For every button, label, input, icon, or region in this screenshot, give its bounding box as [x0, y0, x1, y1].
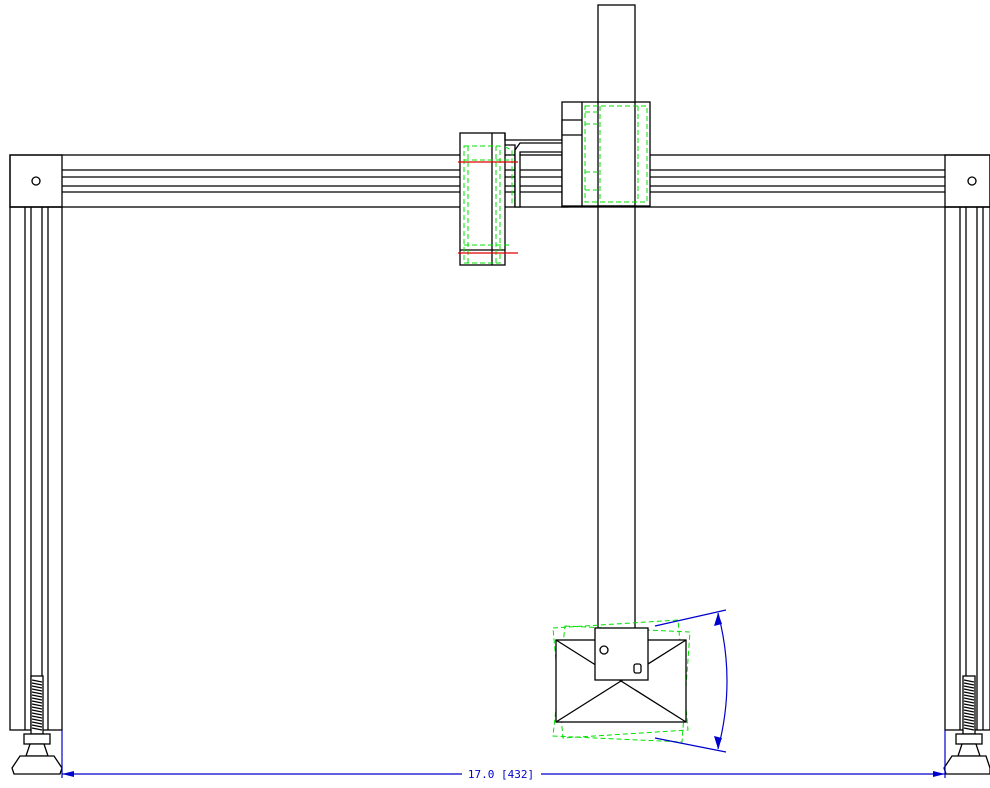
right-leg [944, 206, 990, 731]
thread-line [31, 697, 43, 701]
thread-line [31, 724, 43, 728]
right-corner-block [944, 154, 990, 208]
width-dimension: 17.0 [432] [61, 730, 946, 781]
thread-line [31, 694, 43, 698]
thread-line [963, 706, 975, 710]
thread-line [963, 709, 975, 713]
thread-line [31, 706, 43, 710]
right-leveling-foot [943, 675, 990, 775]
thread-line [963, 700, 975, 704]
center-lines [458, 161, 518, 254]
thread-line [963, 703, 975, 707]
thread-line [31, 688, 43, 692]
thread-line [31, 700, 43, 704]
thread-line [31, 718, 43, 722]
left-foot-thread [31, 679, 43, 731]
thread-line [963, 715, 975, 719]
thread-line [31, 727, 43, 731]
thread-line [31, 703, 43, 707]
thread-line [31, 709, 43, 713]
thread-line [963, 697, 975, 701]
thread-line [963, 727, 975, 731]
thread-line [31, 712, 43, 716]
thread-line [31, 715, 43, 719]
vertical-column [597, 4, 636, 628]
left-bolt-hole [31, 176, 41, 186]
thread-line [963, 721, 975, 725]
mount-slot-right [633, 663, 642, 674]
thread-line [963, 718, 975, 722]
thread-line [963, 694, 975, 698]
width-dimension-label: 17.0 [432] [468, 768, 534, 781]
thread-line [963, 688, 975, 692]
thread-line [963, 712, 975, 716]
right-bolt-hole [967, 176, 977, 186]
thread-line [963, 691, 975, 695]
thread-line [31, 682, 43, 686]
left-leg [9, 206, 63, 731]
thread-line [31, 685, 43, 689]
mount-hole-left [599, 645, 609, 655]
thread-line [963, 685, 975, 689]
left-corner-block [9, 154, 63, 208]
right-foot-thread [963, 679, 975, 731]
gripper-head [552, 619, 691, 743]
thread-line [963, 679, 975, 683]
carriage-hidden-lines [463, 105, 648, 264]
thread-line [31, 691, 43, 695]
thread-line [963, 682, 975, 686]
thread-line [963, 724, 975, 728]
left-leveling-foot [11, 675, 63, 775]
thread-line [31, 721, 43, 725]
carriage-bracket [459, 101, 651, 266]
angular-dimension [654, 609, 728, 753]
thread-line [31, 679, 43, 683]
